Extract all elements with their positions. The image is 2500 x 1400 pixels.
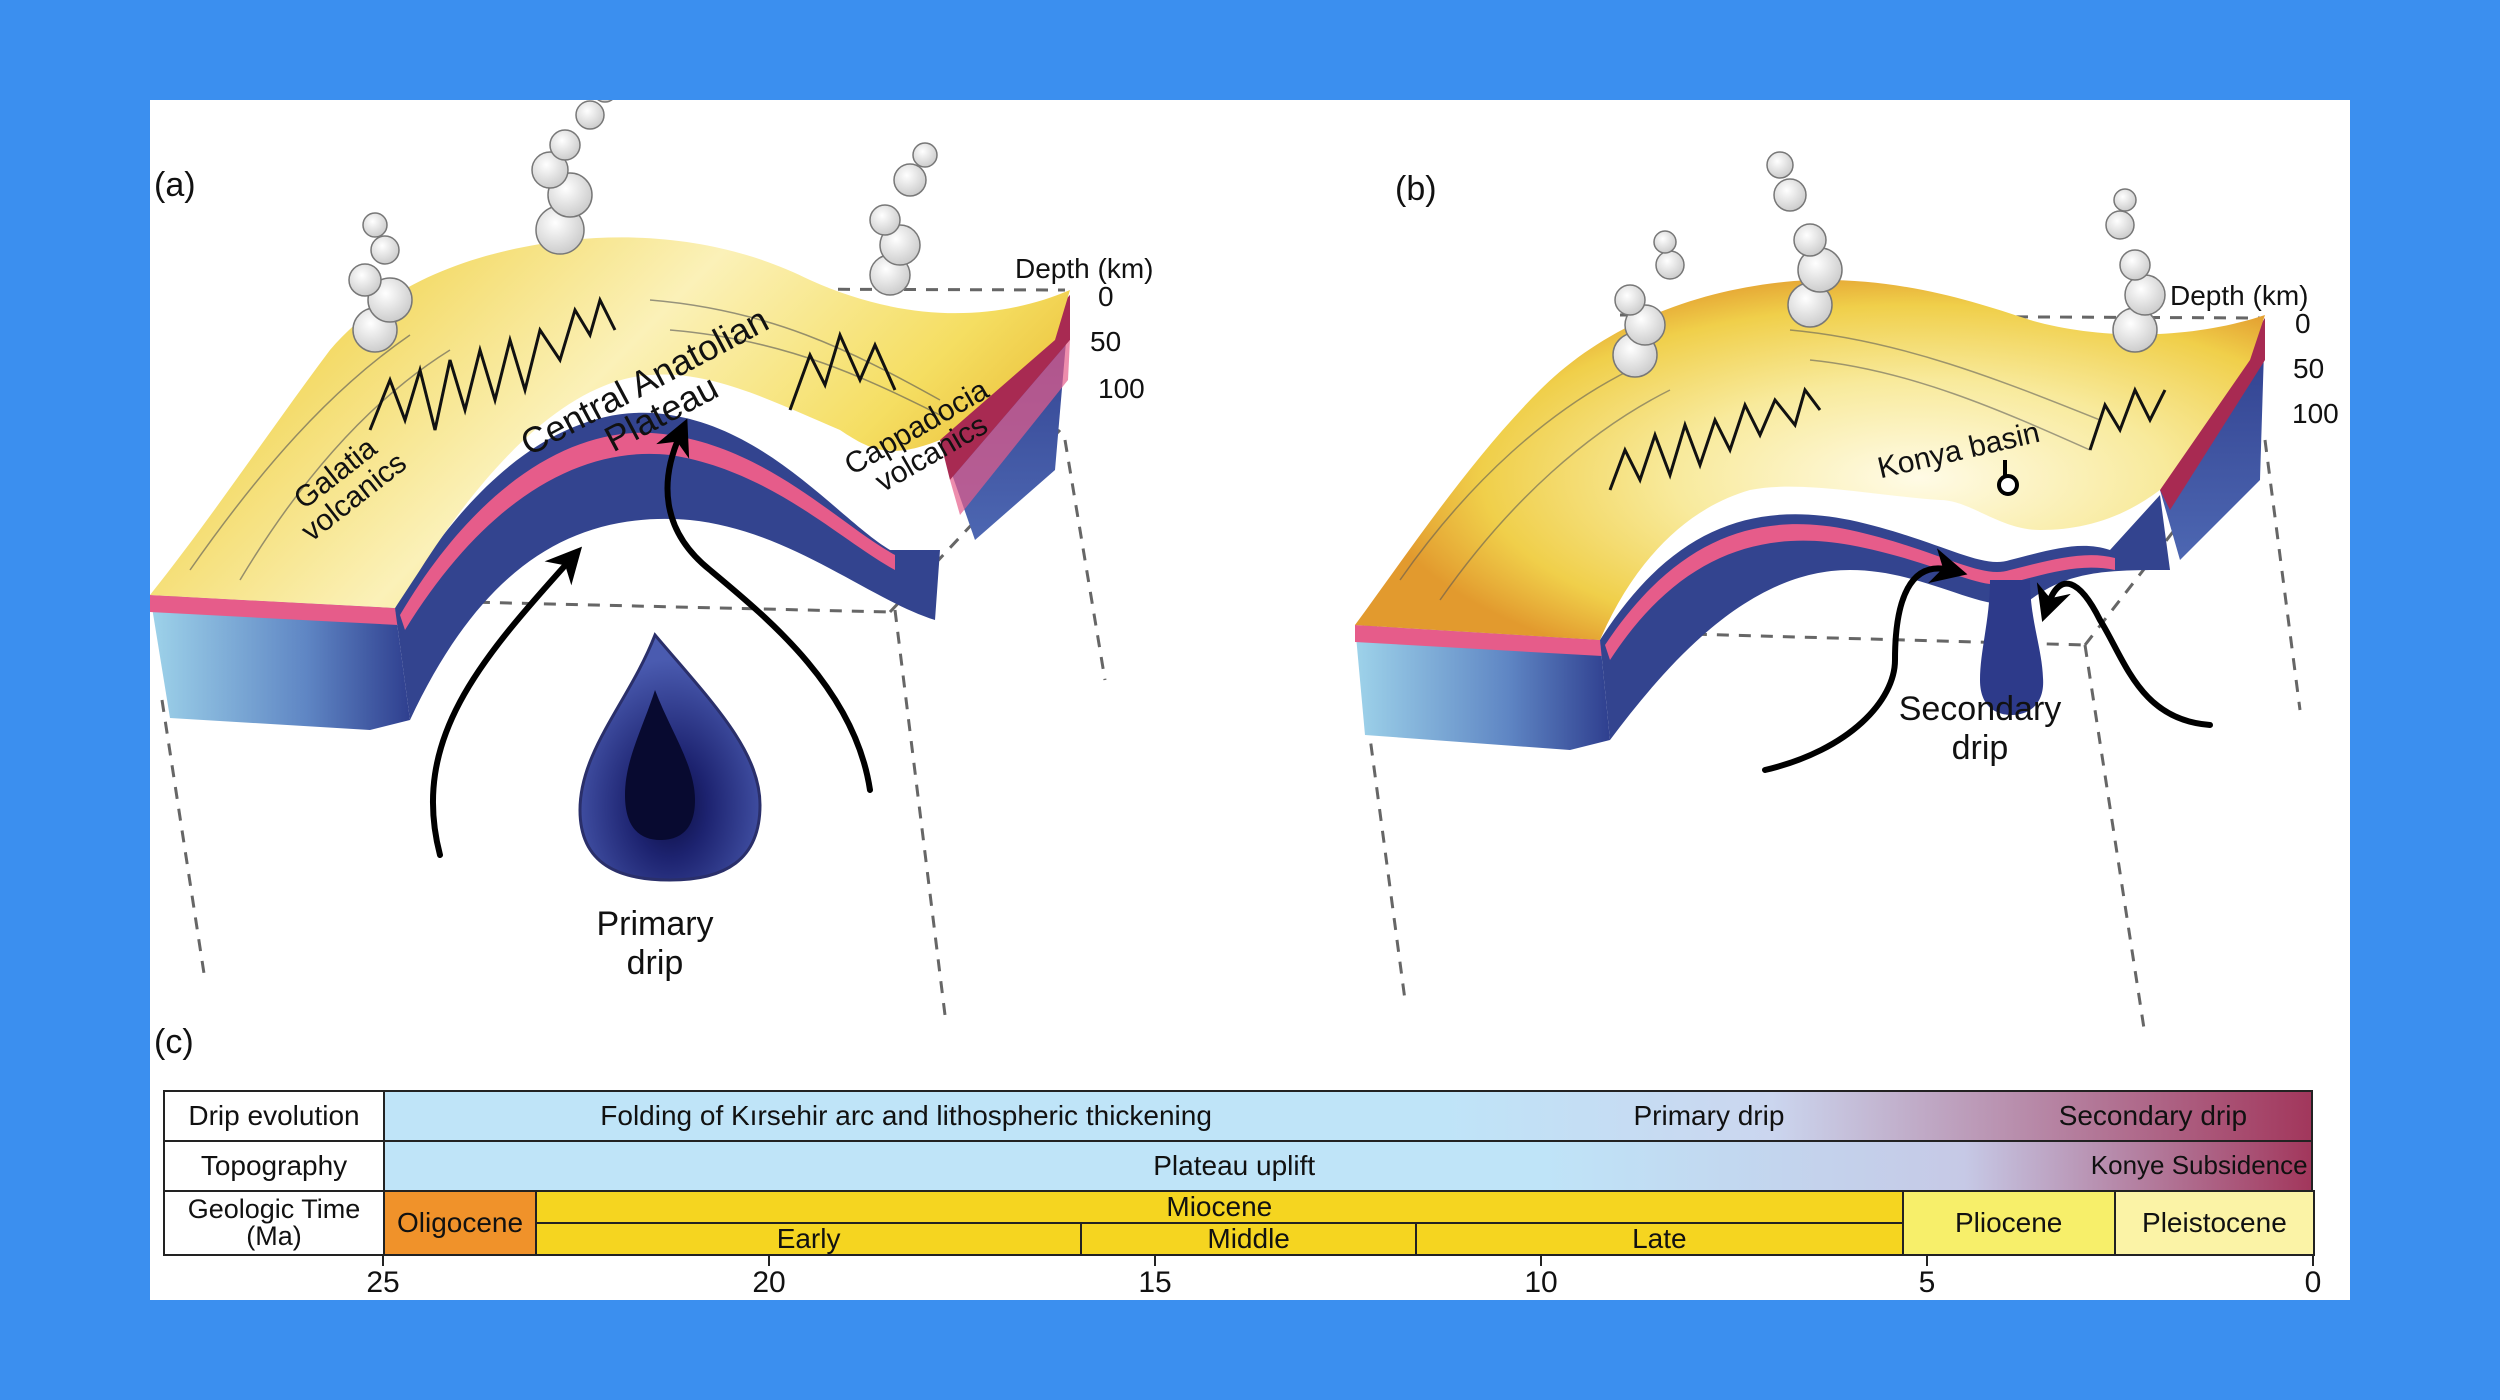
depth-title-a: Depth (km): [1015, 253, 1154, 284]
timeline-row-band: Plateau uplift Konye Subsidence: [383, 1140, 2313, 1192]
epoch-pleistocene: Pleistocene: [2113, 1190, 2315, 1256]
band-label: Folding of Kırsehir arc and lithospheric…: [600, 1100, 1212, 1131]
axis-tick-label: 0: [2304, 1266, 2322, 1299]
axis-tick-mark: [1154, 1256, 1156, 1266]
panel-letter-a: (a): [154, 166, 196, 204]
band-label: Secondary drip: [2058, 1100, 2248, 1131]
diagram-a: [150, 100, 1107, 1016]
epoch-pliocene: Pliocene: [1901, 1190, 2116, 1256]
label-secondary-drip: Secondary drip: [1898, 690, 2062, 768]
epoch-oligocene: Oligocene: [383, 1190, 538, 1256]
axis-tick-mark: [768, 1256, 770, 1266]
panel-letter-b: (b): [1395, 170, 1437, 208]
panel-letter-c: (c): [154, 1023, 194, 1061]
diagram-b: [1355, 151, 2302, 1036]
axis-tick-mark: [2312, 1256, 2314, 1266]
axis-tick-label: 20: [752, 1266, 786, 1299]
depth-tick-a-50: 50: [1090, 326, 1122, 357]
epoch-miocene: Miocene: [535, 1190, 1904, 1224]
miocene-middle: Middle: [1080, 1222, 1418, 1256]
depth-tick-b-0: 0: [2295, 308, 2311, 339]
axis-tick-mark: [1926, 1256, 1928, 1266]
band-label: Plateau uplift: [1153, 1150, 1316, 1181]
axis-tick-label: 25: [366, 1266, 400, 1299]
band-label: Primary drip: [1633, 1100, 1785, 1131]
timeline-chart: Drip evolution Folding of Kırsehir arc an…: [163, 1090, 2321, 1300]
figure-panel: (a) (b) (c) Depth (km) 0 50 100 Depth (k…: [150, 100, 2350, 1300]
miocene-early: Early: [535, 1222, 1083, 1256]
axis-tick-mark: [1540, 1256, 1542, 1266]
depth-tick-a-0: 0: [1098, 281, 1114, 312]
miocene-late: Late: [1415, 1222, 1904, 1256]
axis-tick-label: 15: [1138, 1266, 1172, 1299]
geologic-time-header: Geologic Time (Ma): [163, 1190, 385, 1256]
axis-tick-label: 5: [1918, 1266, 1936, 1299]
row-header: Topography: [163, 1140, 385, 1192]
depth-tick-b-100: 100: [2292, 398, 2339, 429]
label-primary-drip: Primary drip: [596, 905, 714, 983]
row-header: Drip evolution: [163, 1090, 385, 1142]
depth-tick-b-50: 50: [2293, 353, 2325, 384]
axis-tick-label: 10: [1524, 1266, 1558, 1299]
depth-tick-a-100: 100: [1098, 373, 1145, 404]
axis-tick-mark: [382, 1256, 384, 1266]
band-label: Konye Subsidence: [2090, 1150, 2308, 1181]
timeline-row-band: Folding of Kırsehir arc and lithospheric…: [383, 1090, 2313, 1142]
block-diagrams: [150, 100, 2302, 1036]
depth-title-b: Depth (km): [2170, 280, 2309, 311]
